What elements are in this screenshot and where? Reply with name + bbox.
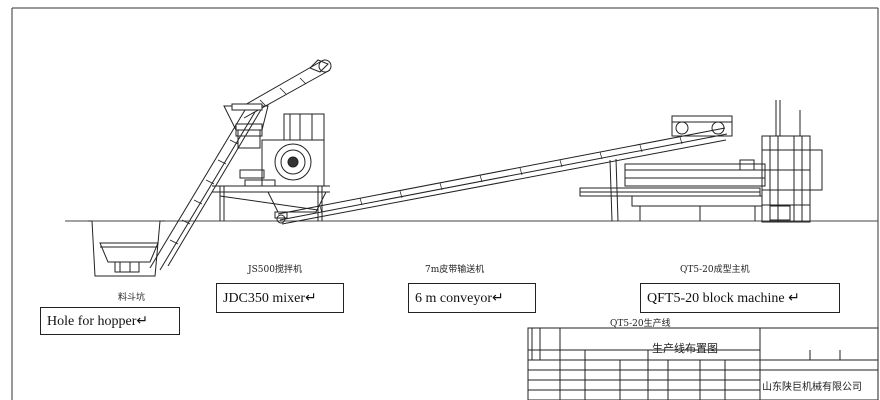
production-line-cn-label: QT5-20生产线 [610,319,671,329]
machine-label-box: QFT5-20 block machine ↵ [640,283,840,313]
drawing-title: 生产线布置图 [652,342,718,355]
drawing-frame [11,7,879,400]
conveyor-label-box: 6 m conveyor↵ [408,283,536,313]
belt-conveyor [276,127,728,225]
machine-cn-label: QT5-20成型主机 [680,265,750,275]
hopper-pit [88,220,165,277]
skip-hoist [149,59,332,271]
mixer [212,103,330,221]
mixer-cn-label: JS500搅拌机 [248,265,302,275]
hopper-cn-label: 料斗坑 [118,293,146,303]
block-machine [579,100,823,223]
conveyor-cn-label: 7m皮带输送机 [425,265,485,275]
hopper-label-box: Hole for hopper↵ [40,307,180,335]
title-block [527,327,879,400]
mixer-label-box: JDC350 mixer↵ [216,283,344,313]
company-name: 山东陕巨机械有限公司 [762,382,862,393]
